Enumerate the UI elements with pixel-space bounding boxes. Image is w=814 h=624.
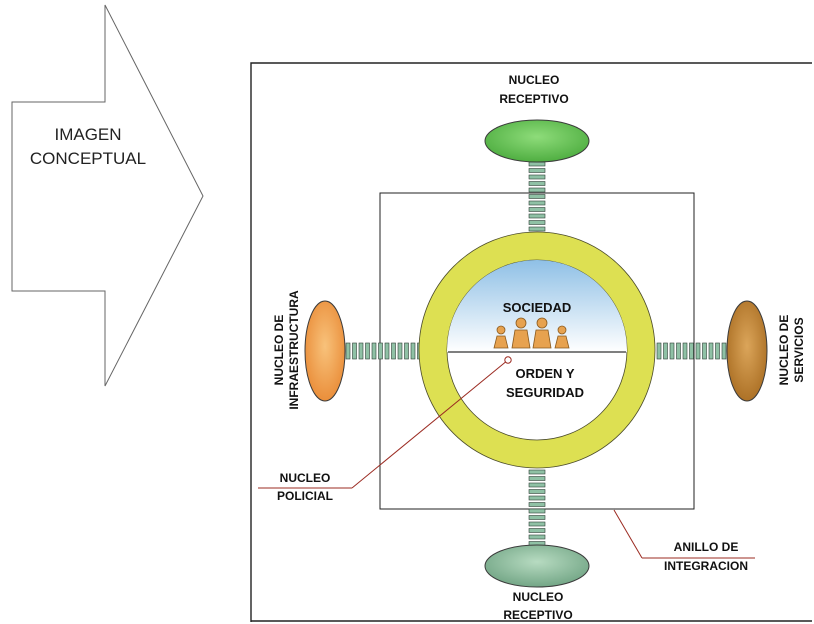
connector-left (345, 342, 422, 360)
connector-segment (528, 194, 546, 199)
integration-ring (419, 232, 655, 468)
anillo-label-line1: ANILLO DE (674, 540, 739, 554)
connector-segment (528, 528, 546, 533)
bottom-receptive-label-line1: NUCLEO (513, 590, 564, 604)
connector-segment (528, 508, 546, 514)
connector-segment (397, 342, 403, 360)
conceptual-arrow: IMAGEN CONCEPTUAL (11, 4, 204, 387)
connector-segment (528, 200, 546, 206)
right-services-label-line2: SERVICIOS (792, 317, 806, 382)
outer-frame (250, 62, 812, 622)
order-security-label-line1: ORDEN Y (516, 366, 575, 381)
connector-segment (528, 168, 546, 173)
connector-segment (528, 534, 546, 540)
connector-segment (528, 515, 546, 520)
people-figures-icon (493, 317, 570, 349)
connector-segment (528, 502, 546, 507)
arrow-label-line2: CONCEPTUAL (30, 149, 146, 168)
connector-segment (371, 342, 377, 360)
connector-segment (715, 342, 720, 360)
connector-segment (682, 342, 688, 360)
top-receptive-label-line2: RECEPTIVO (499, 92, 568, 106)
connector-segment (702, 342, 707, 360)
connector-segment (352, 342, 357, 360)
anillo-leader (613, 509, 755, 559)
top-receptive-label-line1: NUCLEO (509, 73, 560, 87)
connector-segment (528, 521, 546, 527)
order-security-label-line2: SEGURIDAD (506, 385, 584, 400)
connector-segment (656, 342, 662, 360)
connector-segment (384, 342, 390, 360)
connector-segment (404, 342, 409, 360)
connector-segment (528, 489, 546, 494)
connector-segment (708, 342, 714, 360)
connector-right (656, 342, 727, 360)
connector-segment (528, 181, 546, 186)
arrow-label-line1: IMAGEN (54, 125, 121, 144)
connector-segment (528, 482, 546, 488)
left-infra-ellipse (304, 300, 346, 402)
connector-segment (528, 187, 546, 193)
policial-leader (258, 356, 512, 489)
top-receptive-ellipse (484, 119, 590, 163)
connector-segment (528, 476, 546, 481)
connector-segment (410, 342, 416, 360)
connector-segment (528, 207, 546, 212)
connector-segment (528, 226, 546, 232)
anillo-label-line2: INTEGRACION (664, 559, 748, 573)
connector-segment (358, 342, 364, 360)
connector-segment (528, 213, 546, 219)
connector-segment (663, 342, 668, 360)
connector-segment (391, 342, 396, 360)
ring-outer-edge (418, 231, 656, 469)
connector-top (528, 161, 546, 232)
right-services-label-line1: NUCLEO DE (777, 315, 791, 386)
connector-bottom (528, 469, 546, 546)
bottom-receptive-ellipse (484, 544, 590, 588)
left-infra-label-line2: INFRAESTRUCTURA (287, 290, 301, 410)
arrow-shape (11, 4, 204, 387)
left-infra-label-line1: NUCLEO DE (272, 315, 286, 386)
policial-label-line2: POLICIAL (277, 489, 333, 503)
connector-segment (528, 161, 546, 167)
connector-segment (365, 342, 370, 360)
right-services-ellipse (726, 300, 768, 402)
connector-segment (528, 220, 546, 225)
policial-label-line1: NUCLEO (280, 471, 331, 485)
connector-segment (528, 495, 546, 501)
connector-segment (695, 342, 701, 360)
connector-segment (676, 342, 681, 360)
society-label: SOCIEDAD (503, 300, 572, 315)
connector-segment (378, 342, 383, 360)
connector-segment (528, 174, 546, 180)
connector-segment (689, 342, 694, 360)
bottom-receptive-label-line2: RECEPTIVO (503, 608, 572, 622)
connector-segment (528, 469, 546, 475)
connector-segment (669, 342, 675, 360)
connector-segment (721, 342, 727, 360)
connector-segment (345, 342, 351, 360)
